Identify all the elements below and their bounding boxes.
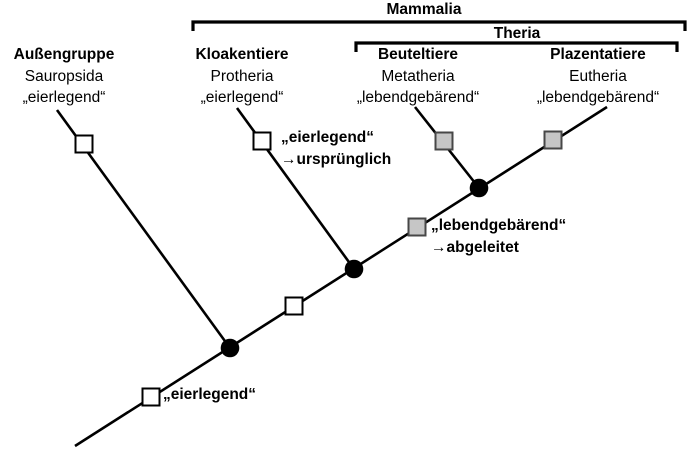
annotation-lebendgebaerend-abgeleitet: „lebendgebärend“ →abgeleitet — [431, 215, 566, 258]
annotation-line: →abgeleitet — [431, 238, 519, 256]
annotation-eierlegend-urspruenglich: „eierlegend“ →ursprünglich — [281, 127, 391, 170]
group-name: Beuteltiere — [377, 46, 459, 63]
annotation-line: „eierlegend“ — [281, 129, 375, 146]
marker-stem-lebendgebaerend-gray-square-marker — [407, 217, 427, 237]
trait-label: „lebendgebärend“ — [536, 89, 660, 106]
annotation-line: →ursprünglich — [281, 150, 392, 168]
clade-label-theria: Theria — [493, 25, 541, 42]
marker-sauropsida-white-square-marker — [74, 134, 94, 154]
marker-stem-lower-eierlegend-white-square-marker — [141, 387, 161, 407]
taxon-name: Metatheria — [381, 67, 455, 85]
root-node — [220, 338, 240, 358]
annotation-line: „lebendgebärend“ — [431, 217, 567, 234]
trait-label: „eierlegend“ — [200, 89, 284, 106]
trait-label: „eierlegend“ — [22, 89, 106, 106]
theria-node — [469, 178, 489, 198]
clade-label-mammalia: Mammalia — [386, 1, 462, 18]
main-stem — [74, 105, 608, 448]
theria-bracket — [354, 41, 679, 52]
taxon-name: Eutheria — [569, 67, 627, 85]
mammalia-node — [344, 259, 364, 279]
group-name: Außengruppe — [13, 46, 115, 63]
mammalia-bracket — [191, 20, 687, 31]
trait-label: „lebendgebärend“ — [356, 89, 480, 106]
group-name: Plazentatiere — [550, 46, 646, 63]
annotation-eierlegend-stem: „eierlegend“ — [163, 384, 256, 406]
taxon-name: Sauropsida — [24, 67, 104, 85]
annotation-line: „eierlegend“ — [163, 386, 257, 403]
taxon-column-plazentatiere: Plazentatiere Eutheria „lebendgebärend“ — [508, 44, 688, 109]
taxon-name: Protheria — [210, 67, 274, 85]
taxon-column-kloakentiere: Kloakentiere Protheria „eierlegend“ — [152, 44, 332, 109]
taxon-column-aussengruppe: Außengruppe Sauropsida „eierlegend“ — [0, 44, 154, 109]
marker-protheria-white-square-marker — [252, 131, 272, 151]
taxon-column-beuteltiere: Beuteltiere Metatheria „lebendgebärend“ — [328, 44, 508, 109]
marker-eutheria-gray-square-marker — [543, 130, 563, 150]
marker-stem-upper-eierlegend-white-square-marker — [284, 296, 304, 316]
marker-metatheria-gray-square-marker — [434, 131, 454, 151]
group-name: Kloakentiere — [195, 46, 289, 63]
